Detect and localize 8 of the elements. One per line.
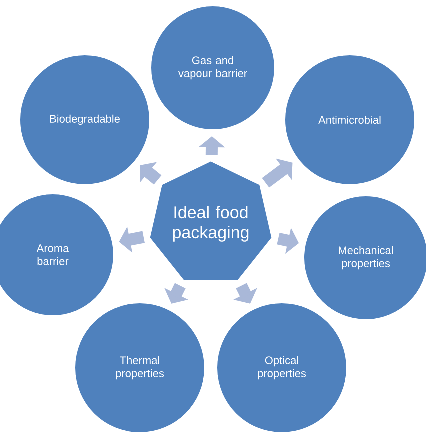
circle-node: Gas and vapour barrier (150, 6, 276, 130)
circle-node: Biodegradable (20, 54, 150, 186)
block-arrow (262, 158, 293, 188)
circle-node: Thermal properties (74, 302, 206, 434)
heptagon-node: Ideal food packaging (149, 160, 273, 282)
circle-node: Optical properties (216, 302, 348, 434)
circle-node: Antimicrobial (284, 54, 416, 186)
circle-node: Mechanical properties (304, 196, 426, 320)
